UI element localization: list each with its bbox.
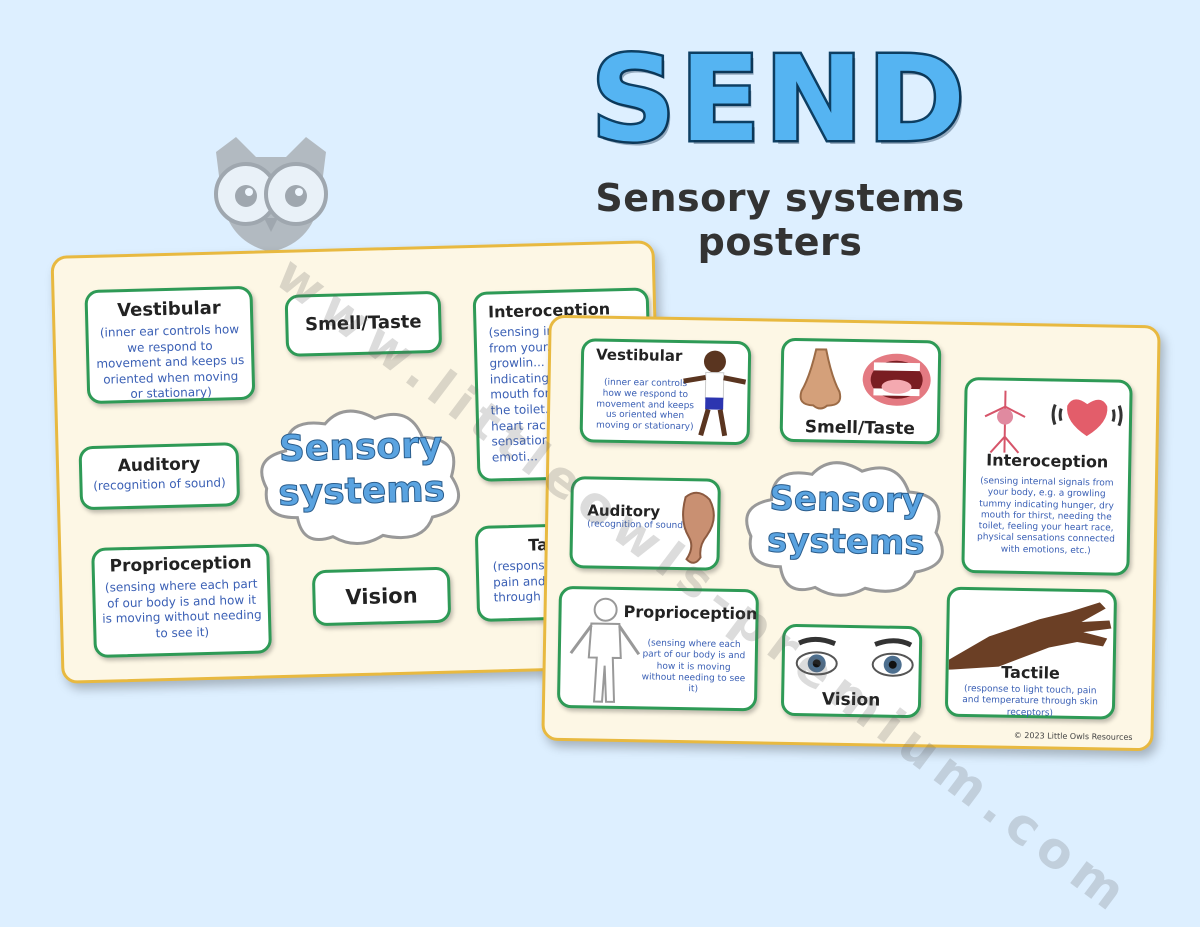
cloud-shape xyxy=(260,409,461,546)
card-tactile: Tactile (response to light touch, pain a… xyxy=(944,586,1118,720)
card-title: Vision xyxy=(345,583,418,610)
ear-icon xyxy=(682,491,715,564)
card-title: Auditory xyxy=(117,454,201,477)
card-title: Proprioception xyxy=(109,552,252,577)
card-description: (sensing where each part of our body is … xyxy=(102,576,262,641)
card-description: (inner ear controls how we respond to mo… xyxy=(96,322,245,402)
card-smell-taste: Smell/Taste xyxy=(284,290,443,357)
center-cloud: Sensory systems xyxy=(735,451,958,605)
card-title: Proprioception xyxy=(623,602,758,624)
card-vision: Vision xyxy=(311,566,452,627)
page-title: SEND xyxy=(588,30,970,168)
card-vision: Vision xyxy=(780,623,923,719)
card-description: (recognition of sound) xyxy=(93,475,226,493)
mouth-icon xyxy=(862,353,931,406)
cloud-line-2: systems xyxy=(277,468,446,515)
card-auditory: Auditory (recognition of sound) xyxy=(569,476,721,571)
card-vestibular: Vestibular (inner ear controls how we re… xyxy=(84,285,256,405)
body-organs-icon xyxy=(984,390,1026,454)
cloud-shape xyxy=(745,461,944,597)
card-title: Smell/Taste xyxy=(804,417,915,440)
nose-icon xyxy=(799,348,842,410)
poster-text-only: Vestibular (inner ear controls how we re… xyxy=(50,240,666,684)
card-auditory: Auditory (recognition of sound) xyxy=(78,442,241,511)
poster-illustrated: Vestibular (inner ear controls how we re… xyxy=(541,314,1161,752)
card-description: (sensing internal signals from your body… xyxy=(976,476,1115,556)
copyright-text: © 2023 Little Owls Resources xyxy=(1013,730,1133,742)
body-outline-icon xyxy=(569,597,641,703)
card-smell-taste: Smell/Taste xyxy=(779,337,942,445)
cloud-line-1: Sensory xyxy=(278,424,443,471)
card-title: Smell/Taste xyxy=(304,311,422,336)
card-proprioception: Proprioception (sensing where each part … xyxy=(91,543,272,658)
card-proprioception: Proprioception (sensing where each part … xyxy=(556,585,760,712)
card-interoception: Interoception (sensing internal signals … xyxy=(961,376,1133,576)
eyes-icon xyxy=(795,636,914,677)
card-vestibular: Vestibular (inner ear controls how we re… xyxy=(579,338,752,446)
owl-logo-icon xyxy=(214,137,328,252)
card-title: Vision xyxy=(821,689,881,711)
center-cloud: Sensory systems xyxy=(249,398,473,554)
arm-icon xyxy=(948,602,1112,670)
card-title: Vestibular xyxy=(116,297,221,322)
page-subtitle: Sensory systems posters xyxy=(595,176,965,264)
card-description: (sensing where each part of our body is … xyxy=(641,638,746,695)
card-title: Tactile xyxy=(1001,662,1061,683)
child-figure-icon xyxy=(683,350,747,437)
cloud-line-2: systems xyxy=(766,520,925,564)
card-title: Interoception xyxy=(986,450,1109,472)
cloud-line-1: Sensory xyxy=(769,478,925,522)
heart-icon xyxy=(1051,399,1123,437)
card-description: (response to light touch, pain and tempe… xyxy=(962,683,1098,719)
